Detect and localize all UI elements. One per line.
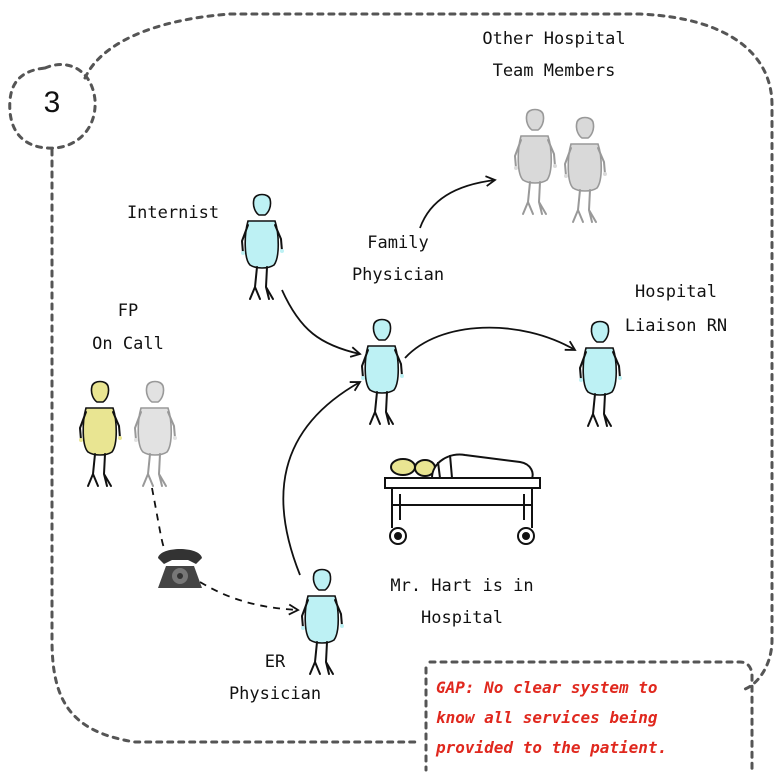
- fp-on-call-label-1: FP: [118, 301, 138, 321]
- hospital-liaison-figure: [578, 320, 623, 427]
- er-physician-label-2: Physician: [229, 684, 321, 704]
- internist-figure: [240, 193, 285, 300]
- step-number: 3: [44, 86, 61, 119]
- stretcher-icon: [384, 453, 541, 545]
- family-physician-label-2: Physician: [352, 265, 444, 285]
- gap-line-2: know all services being: [436, 708, 658, 727]
- arrow-er-to-fp: [282, 381, 362, 576]
- patient-caption-1: Mr. Hart is in: [390, 576, 533, 596]
- hospital-liaison-label-1: Hospital: [635, 282, 717, 302]
- gap-line-1: GAP: No clear system to: [436, 678, 658, 697]
- fp-on-call-partner-figure: [133, 380, 178, 487]
- internist-label: Internist: [127, 203, 219, 223]
- other-team-label-1: Other Hospital: [482, 29, 625, 49]
- arrow-fp-to-liaison: [404, 326, 577, 359]
- er-physician-figure: [300, 568, 345, 675]
- fp-on-call-figure: [78, 380, 123, 487]
- gap-note: GAP: No clear system to know all service…: [424, 660, 754, 772]
- er-physician-label-1: ER: [265, 652, 286, 672]
- step-badge: 3: [8, 63, 97, 150]
- gap-line-3: provided to the patient.: [435, 738, 667, 757]
- patient-caption-2: Hospital: [421, 608, 503, 628]
- hospital-liaison-label-2: Liaison RN: [625, 316, 727, 336]
- arrow-oncall-to-er: [151, 487, 298, 610]
- team-member-figure-2: [563, 116, 608, 223]
- arrow-internist-to-fp: [281, 289, 362, 358]
- family-physician-figure: [360, 318, 405, 425]
- fp-on-call-label-2: On Call: [92, 334, 164, 354]
- team-member-figure-1: [513, 108, 558, 215]
- other-team-label-2: Team Members: [493, 61, 616, 81]
- arrow-fp-to-other-team: [419, 175, 497, 229]
- family-physician-label-1: Family: [367, 233, 428, 253]
- frame-border: [50, 12, 774, 744]
- telephone-icon: [158, 549, 202, 588]
